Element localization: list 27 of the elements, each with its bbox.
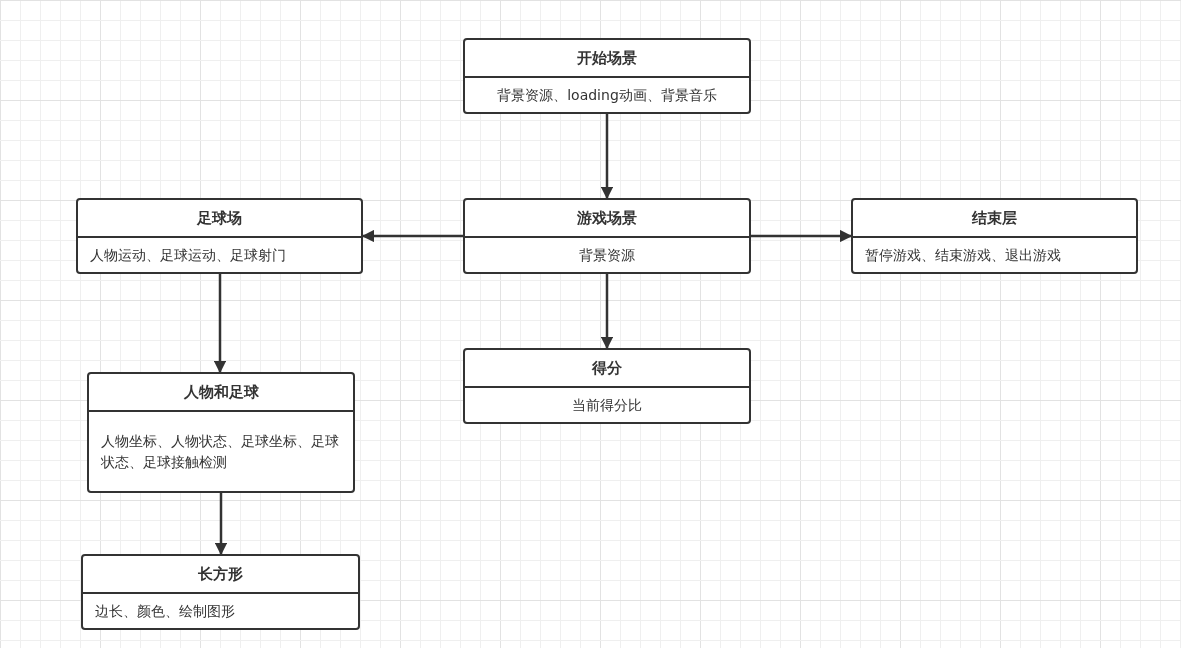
box-title: 长方形	[83, 556, 358, 594]
entity-box	[851, 198, 1138, 274]
box-title: 开始场景	[465, 40, 749, 78]
arrow	[213, 274, 227, 374]
box-title: 结束层	[853, 200, 1136, 238]
arrow	[751, 229, 853, 243]
arrow	[600, 274, 614, 350]
arrow	[600, 114, 614, 200]
box-text: 暂停游戏、结束游戏、退出游戏	[864, 245, 1062, 265]
box-text: 人物运动、足球运动、足球射门	[89, 245, 287, 265]
box-title: 人物和足球	[89, 374, 353, 412]
box-title: 足球场	[78, 200, 361, 238]
box-text: 人物坐标、人物状态、足球坐标、足球状态、足球接触检测	[100, 431, 340, 472]
arrow	[361, 229, 463, 243]
entity-box	[81, 554, 360, 630]
entity-box	[463, 38, 751, 114]
box-text: 背景资源、loading动画、背景音乐	[496, 85, 718, 105]
box-title: 游戏场景	[465, 200, 749, 238]
box-text: 边长、颜色、绘制图形	[94, 601, 236, 621]
entity-box	[463, 198, 751, 274]
entity-box	[76, 198, 363, 274]
arrow	[214, 493, 228, 556]
box-text: 当前得分比	[571, 395, 643, 415]
entity-box	[87, 372, 355, 493]
entity-box	[463, 348, 751, 424]
box-text: 背景资源	[578, 245, 636, 265]
box-title: 得分	[465, 350, 749, 388]
